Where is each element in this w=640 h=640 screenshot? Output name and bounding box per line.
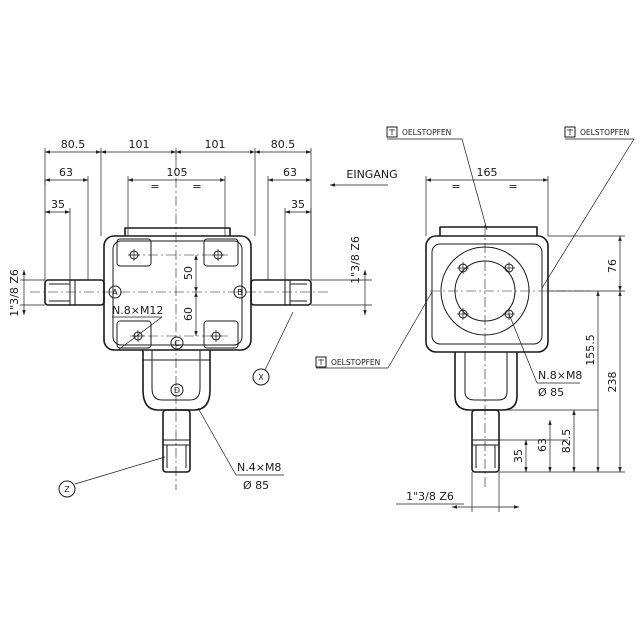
- oil-plug-top-left: OELSTOPFEN: [386, 126, 488, 231]
- side-dim-155-5: 155.5: [584, 334, 597, 366]
- side-bolt-callout: N.8×M8: [538, 369, 582, 382]
- svg-text:D: D: [174, 386, 180, 395]
- bolt-hole-icon: [457, 262, 469, 274]
- dim-63-left: 63: [59, 166, 73, 179]
- side-dim-63: 63: [536, 438, 549, 452]
- side-dim-76: 76: [606, 259, 619, 273]
- svg-text:OELSTOPFEN: OELSTOPFEN: [402, 128, 451, 137]
- oil-plug-left: OELSTOPFEN: [315, 291, 433, 369]
- front-housing: [103, 227, 252, 411]
- front-view: A B C D 80.5 101 101 80.5: [8, 138, 433, 498]
- dim-80-5-left: 80.5: [61, 138, 86, 151]
- view-marker-x: X: [252, 311, 294, 386]
- side-shaft-bottom: [471, 409, 500, 473]
- front-extension-lines: [44, 148, 312, 280]
- svg-text:Z: Z: [64, 485, 70, 494]
- shaft-marker-d: D: [170, 383, 184, 397]
- side-thread-label: 1"3/8 Z6: [406, 490, 454, 503]
- shaft-marker-a: A: [108, 285, 122, 299]
- dim-60: 60: [182, 307, 195, 321]
- shaft-marker-b: B: [233, 285, 247, 299]
- svg-text:OELSTOPFEN: OELSTOPFEN: [580, 128, 629, 137]
- dim-101-left: 101: [129, 138, 150, 151]
- shaft-left: [44, 279, 105, 306]
- dim-35-left: 35: [51, 198, 65, 211]
- side-view: 165 = = 76 155.5 238 82.5 63 35 1"3/8 Z6: [386, 126, 635, 512]
- svg-text:A: A: [112, 288, 118, 297]
- bolt-callout-bottom: N.4×M8: [237, 461, 281, 474]
- view-marker-z: Z: [58, 456, 166, 498]
- dim-80-5-right: 80.5: [271, 138, 296, 151]
- dim-105: 105: [167, 166, 188, 179]
- thread-label-left: 1"3/8 Z6: [8, 269, 21, 317]
- dim-equal-right: =: [192, 180, 201, 193]
- input-label: EINGANG: [346, 168, 397, 181]
- bolt-callout-bottom-diameter: Ø 85: [243, 479, 269, 492]
- shaft-right: [250, 279, 312, 306]
- side-dim-238: 238: [606, 372, 619, 393]
- bolt-callout-top: N.8×M12: [112, 304, 163, 317]
- dim-101-right: 101: [205, 138, 226, 151]
- side-dim-35: 35: [512, 449, 525, 463]
- thread-label-right: 1"3/8 Z6: [349, 236, 362, 284]
- shaft-bottom: [162, 409, 191, 473]
- side-housing: [425, 226, 549, 411]
- dim-50: 50: [182, 266, 195, 280]
- bolt-hole-icon: [457, 308, 469, 320]
- dim-35-right: 35: [291, 198, 305, 211]
- svg-text:OELSTOPFEN: OELSTOPFEN: [331, 358, 380, 367]
- side-dim-equal-right: =: [508, 180, 517, 193]
- shaft-marker-c: C: [170, 336, 184, 350]
- dim-63-right: 63: [283, 166, 297, 179]
- svg-text:C: C: [174, 339, 180, 348]
- side-bolt-callout-diameter: Ø 85: [538, 386, 564, 399]
- side-dim-equal-left: =: [451, 180, 460, 193]
- side-dim-82-5: 82.5: [560, 429, 573, 454]
- dim-equal-left: =: [150, 180, 159, 193]
- svg-text:X: X: [258, 373, 264, 382]
- svg-text:B: B: [237, 288, 243, 297]
- side-dim-165: 165: [477, 166, 498, 179]
- bolt-hole-icon: [503, 262, 515, 274]
- oil-plug-top-right: OELSTOPFEN: [541, 126, 635, 289]
